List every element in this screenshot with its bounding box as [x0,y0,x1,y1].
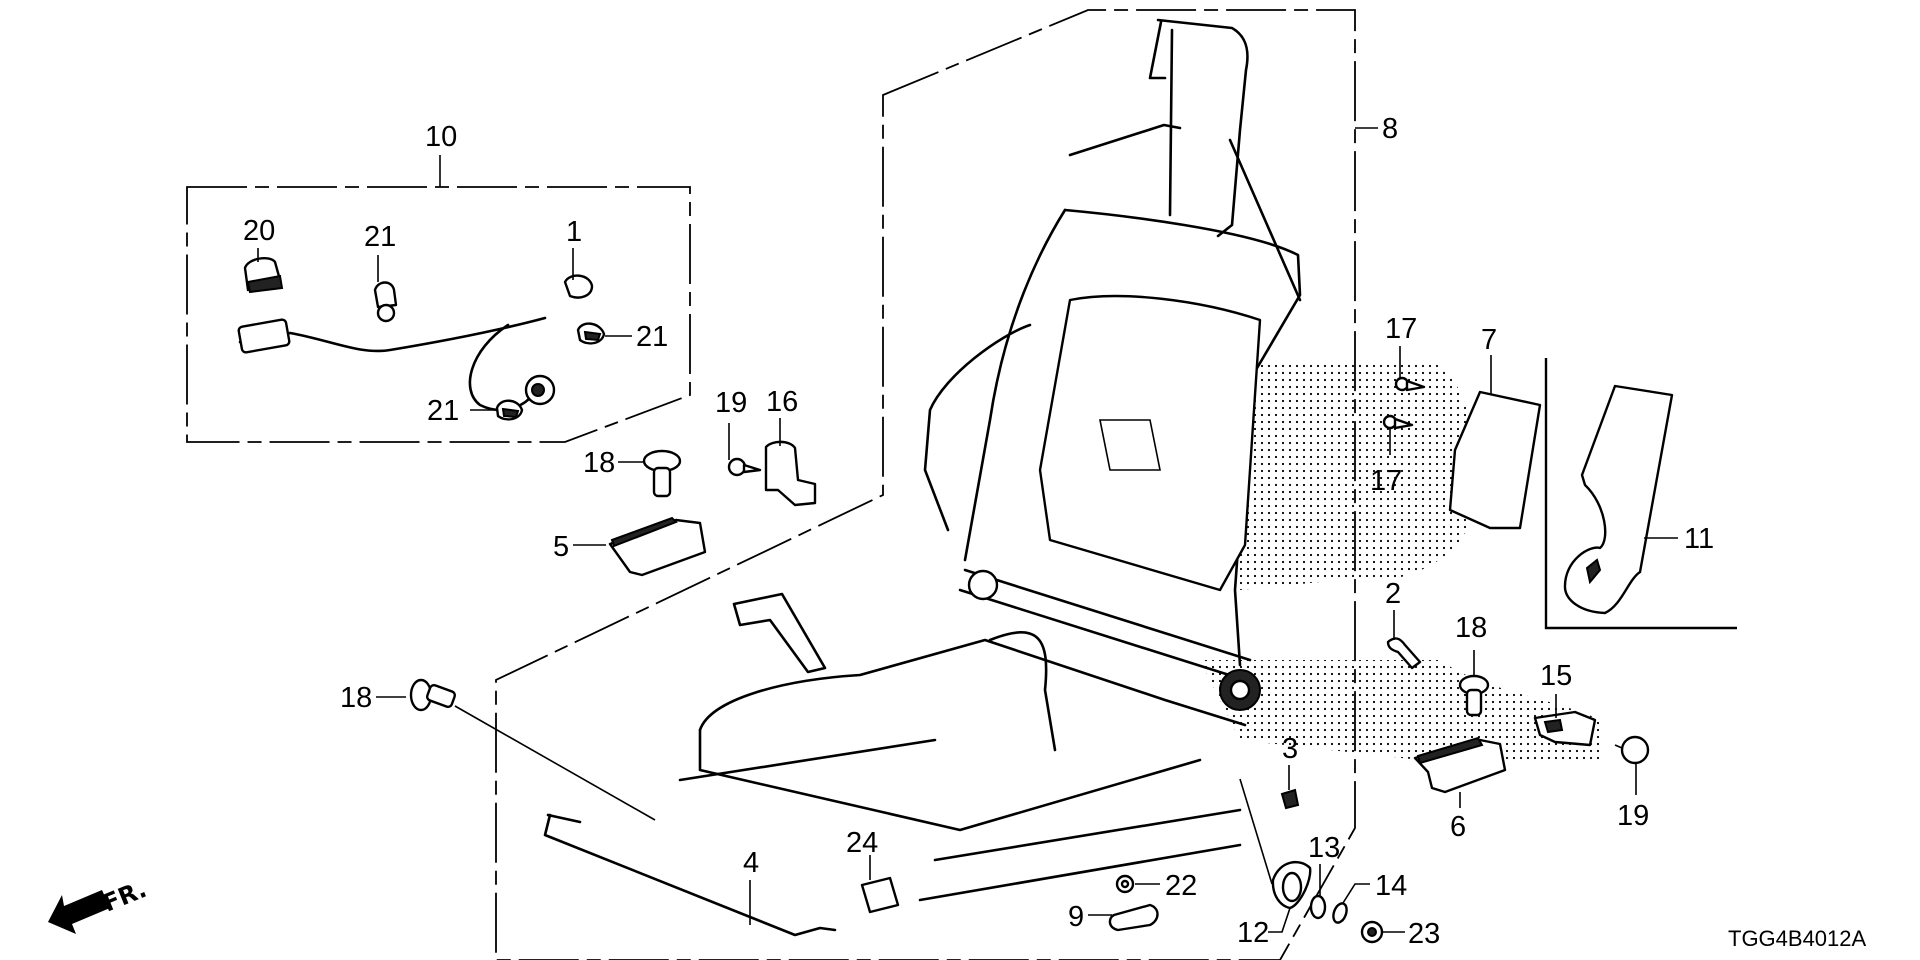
callout-7[interactable]: 7 [1481,324,1497,356]
shading-region [1200,360,1600,760]
callout-18-lower[interactable]: 18 [340,682,372,714]
side-cover-part-11[interactable] [1563,384,1674,615]
callout-23[interactable]: 23 [1408,918,1440,950]
callout-2[interactable]: 2 [1385,578,1401,610]
rail-cover-part-5[interactable] [608,516,707,577]
bracket-cover-part-15[interactable] [1533,710,1597,747]
side-cover-part-7[interactable] [1448,390,1542,530]
callout-17-lower[interactable]: 17 [1370,465,1402,497]
harness-clip-part-21-bottom[interactable] [495,399,524,421]
harness-clip-part-21-right[interactable] [576,322,606,345]
nut-part-22[interactable] [1115,874,1135,894]
callout-4[interactable]: 4 [743,847,759,879]
front-direction-label: FR. [99,875,151,918]
callout-10[interactable]: 10 [425,121,457,153]
harness-clip-part-21-top[interactable] [373,281,398,323]
callout-5[interactable]: 5 [553,531,569,563]
connector-clip-part-20[interactable] [243,256,284,294]
cap-part-19-right[interactable] [1614,735,1650,765]
harness-group-frame [186,155,691,443]
callout-20[interactable]: 20 [243,215,275,247]
callout-19-left[interactable]: 19 [715,387,747,419]
callout-3[interactable]: 3 [1282,733,1298,765]
callout-19-right[interactable]: 19 [1617,800,1649,832]
drawing-code: TGG4B4012A [1728,926,1867,951]
clip-part-3[interactable] [1280,788,1300,810]
side-cover-group-frame [1544,358,1737,630]
recliner-cover-part-12[interactable] [1271,860,1312,910]
callout-21-bottom[interactable]: 21 [427,395,459,427]
rail-cover-part-6[interactable] [1413,736,1507,794]
washer-part-13[interactable] [1309,894,1327,920]
lower-bracket-part-24[interactable] [860,876,900,914]
screw-part-19-left[interactable] [727,457,762,477]
callout-8[interactable]: 8 [1382,113,1398,145]
lever-knob-part-9[interactable] [1108,903,1159,932]
callout-24[interactable]: 24 [846,827,878,859]
tapping-screw-part-17-lower[interactable] [1382,414,1414,430]
callout-14[interactable]: 14 [1375,870,1407,902]
seat-frame-part[interactable] [678,18,1302,902]
tapping-screw-part-17-upper[interactable] [1394,376,1426,392]
harness-clip-part-1[interactable] [563,274,594,299]
front-direction-arrow-icon [48,890,110,934]
callout-18-right[interactable]: 18 [1455,612,1487,644]
callout-6[interactable]: 6 [1450,811,1466,843]
callout-22[interactable]: 22 [1165,870,1197,902]
callout-17-upper[interactable]: 17 [1385,313,1417,345]
callout-21-right[interactable]: 21 [636,321,668,353]
nut-cap-part-23[interactable] [1360,920,1384,944]
bolt-part-18-upper[interactable] [642,449,682,498]
bolt-part-18-lower[interactable] [409,678,457,712]
adjuster-bar-part-4[interactable] [543,813,837,937]
callout-9[interactable]: 9 [1068,901,1084,933]
callout-18-upper[interactable]: 18 [583,447,615,479]
front-direction-indicator: FR. [48,875,150,934]
callout-15[interactable]: 15 [1540,660,1572,692]
callout-21-top[interactable]: 21 [364,221,396,253]
wire-harness-part[interactable] [237,316,556,412]
callout-13[interactable]: 13 [1308,832,1340,864]
callout-11[interactable]: 11 [1684,523,1714,555]
hook-cover-part-16[interactable] [764,440,817,507]
callout-16[interactable]: 16 [766,386,798,418]
callout-1[interactable]: 1 [566,216,582,248]
callout-12[interactable]: 12 [1237,917,1269,949]
seat-frame-group-frame [495,9,1378,960]
ring-part-14[interactable] [1331,902,1349,925]
